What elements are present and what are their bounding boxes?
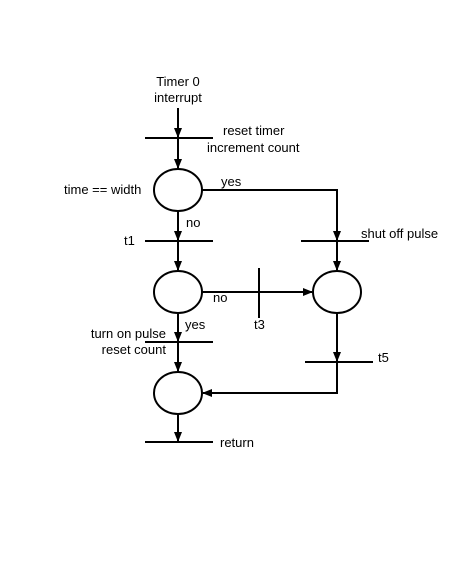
place-no-branch	[153, 270, 203, 314]
t1-label: t1	[124, 233, 135, 248]
arrow-yes-to-shut-off	[201, 189, 341, 241]
timer-label-line2: interrupt	[154, 90, 202, 105]
return-label: return	[220, 435, 254, 450]
t5-label: t5	[378, 350, 389, 365]
reset-count-label: reset count	[102, 342, 167, 357]
no-label-top: no	[186, 215, 200, 230]
timer-label-line1: Timer 0	[156, 74, 200, 89]
place-join	[153, 371, 203, 415]
reset-timer-label: reset timer	[223, 123, 285, 138]
arrow-t5-to-join	[202, 362, 338, 397]
t3-label: t3	[254, 317, 265, 332]
shut-off-pulse-label: shut off pulse	[361, 226, 438, 241]
no-label-mid: no	[213, 290, 227, 305]
increment-count-label: increment count	[207, 140, 300, 155]
yes-label-top: yes	[221, 174, 242, 189]
place-pulse-off	[312, 270, 362, 314]
place-time-check	[153, 168, 203, 212]
yes-label-mid: yes	[185, 317, 206, 332]
turn-on-pulse-label: turn on pulse	[91, 326, 166, 341]
time-eq-width-label: time == width	[64, 182, 141, 197]
